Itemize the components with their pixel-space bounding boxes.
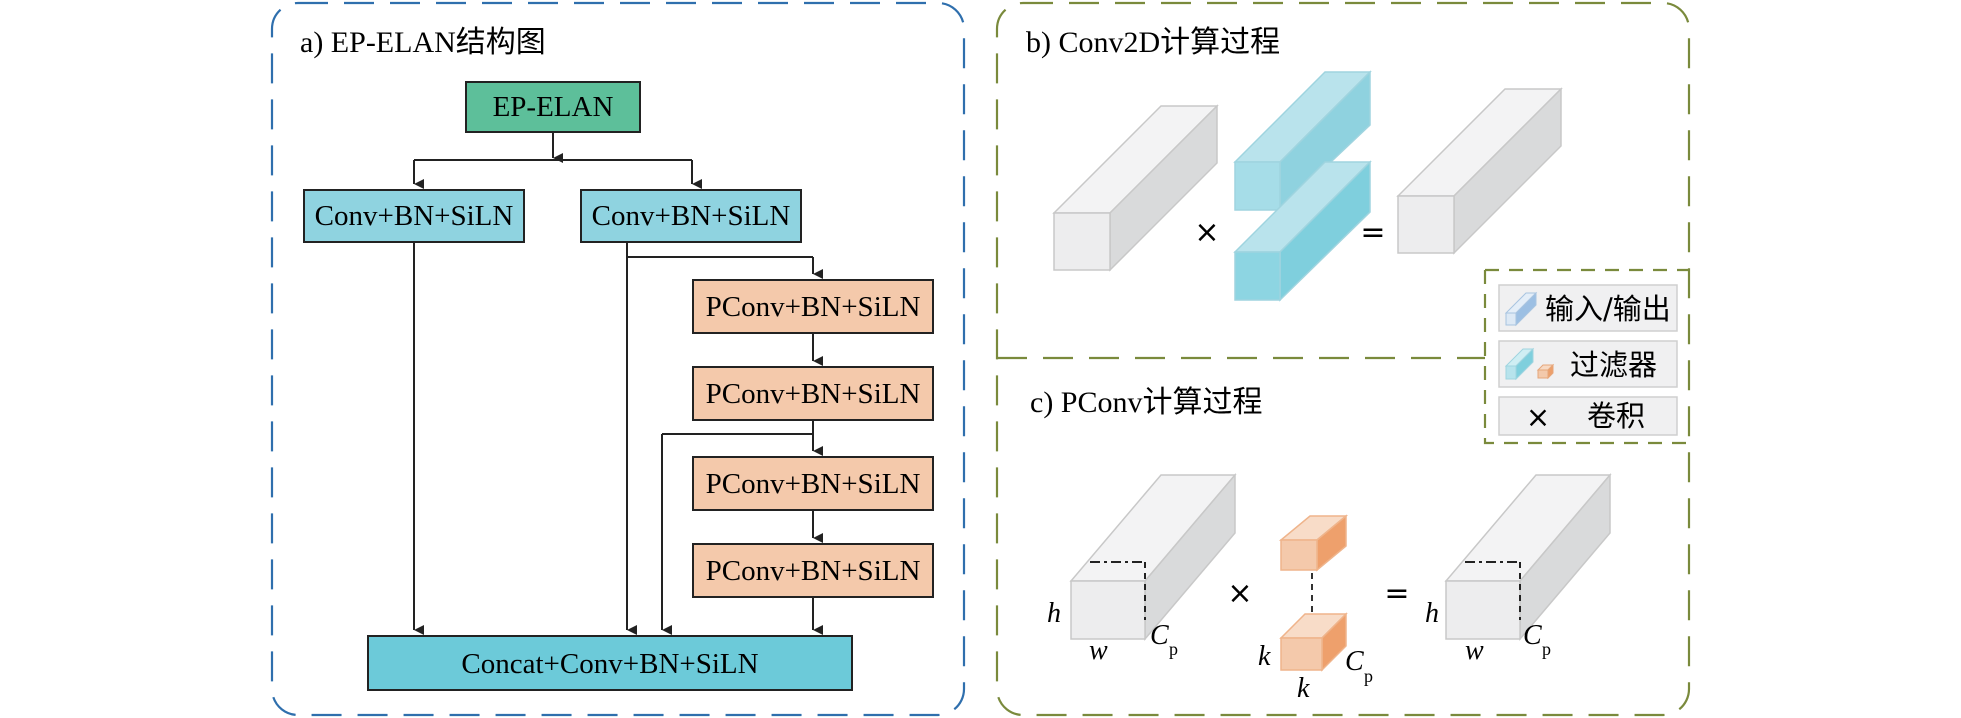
h-label: h	[1047, 598, 1061, 629]
filter-k-side-label: k	[1258, 641, 1271, 672]
filter-cuboid-bottom	[1233, 160, 1372, 302]
io-swatch-icon	[1504, 291, 1538, 327]
legend-filter-label: 过滤器	[1570, 348, 1657, 382]
w-label: w	[1089, 635, 1108, 666]
legend-conv-label: 卷积	[1587, 399, 1645, 433]
cp-subscript: p	[1169, 639, 1178, 659]
pconv-input-cuboid	[1069, 472, 1237, 642]
equals-sign-c: =	[1384, 576, 1409, 611]
multiply-sign-c: ×	[1227, 576, 1252, 611]
pconv-box-4	[692, 543, 934, 598]
pconv-box-1	[692, 279, 934, 334]
legend-conv-symbol: ×	[1526, 400, 1550, 434]
concat-box	[367, 635, 853, 691]
panel-c-title: c) PConv计算过程	[1030, 386, 1263, 419]
panel-b-title: b) Conv2D计算过程	[1026, 26, 1280, 59]
pconv-output-cuboid	[1444, 472, 1612, 642]
out-h-label: h	[1425, 598, 1439, 629]
panel-a-title: a) EP-ELAN结构图	[300, 26, 546, 59]
partial-filter-bottom	[1279, 612, 1348, 672]
pconv-label-2: PConv+BN+SiLN	[706, 378, 921, 410]
multiply-sign-b: ×	[1194, 215, 1219, 250]
out-cp-label: C	[1523, 620, 1542, 651]
conv-left-label: Conv+BN+SiLN	[315, 200, 514, 232]
pconv-label-1: PConv+BN+SiLN	[706, 291, 921, 323]
ep-elan-box-label: EP-ELAN	[493, 91, 614, 123]
out-w-label: w	[1465, 635, 1484, 666]
out-cp-subscript: p	[1542, 639, 1551, 659]
filter-swatch-icon	[1504, 347, 1555, 381]
conv-right-label: Conv+BN+SiLN	[592, 200, 791, 232]
conv-right-box	[580, 189, 802, 243]
pconv-label-4: PConv+BN+SiLN	[706, 555, 921, 587]
legend-item-conv	[1498, 396, 1678, 436]
legend-io-label: 输入/输出	[1545, 292, 1671, 326]
partial-filter-top	[1278, 514, 1349, 572]
filter-cp-subscript: p	[1364, 666, 1373, 686]
filter-k-bottom-label: k	[1297, 673, 1310, 704]
cp-label: C	[1150, 620, 1169, 651]
filter-cuboid-top	[1233, 70, 1372, 212]
pconv-label-3: PConv+BN+SiLN	[706, 468, 921, 500]
legend-frame	[1483, 268, 1689, 445]
output-cuboid	[1396, 87, 1563, 255]
ep-elan-box	[465, 81, 641, 133]
input-cuboid	[1052, 104, 1219, 272]
filter-cp-label: C	[1345, 646, 1364, 677]
equals-sign-b: =	[1360, 215, 1385, 250]
concat-label: Concat+Conv+BN+SiLN	[461, 648, 758, 680]
